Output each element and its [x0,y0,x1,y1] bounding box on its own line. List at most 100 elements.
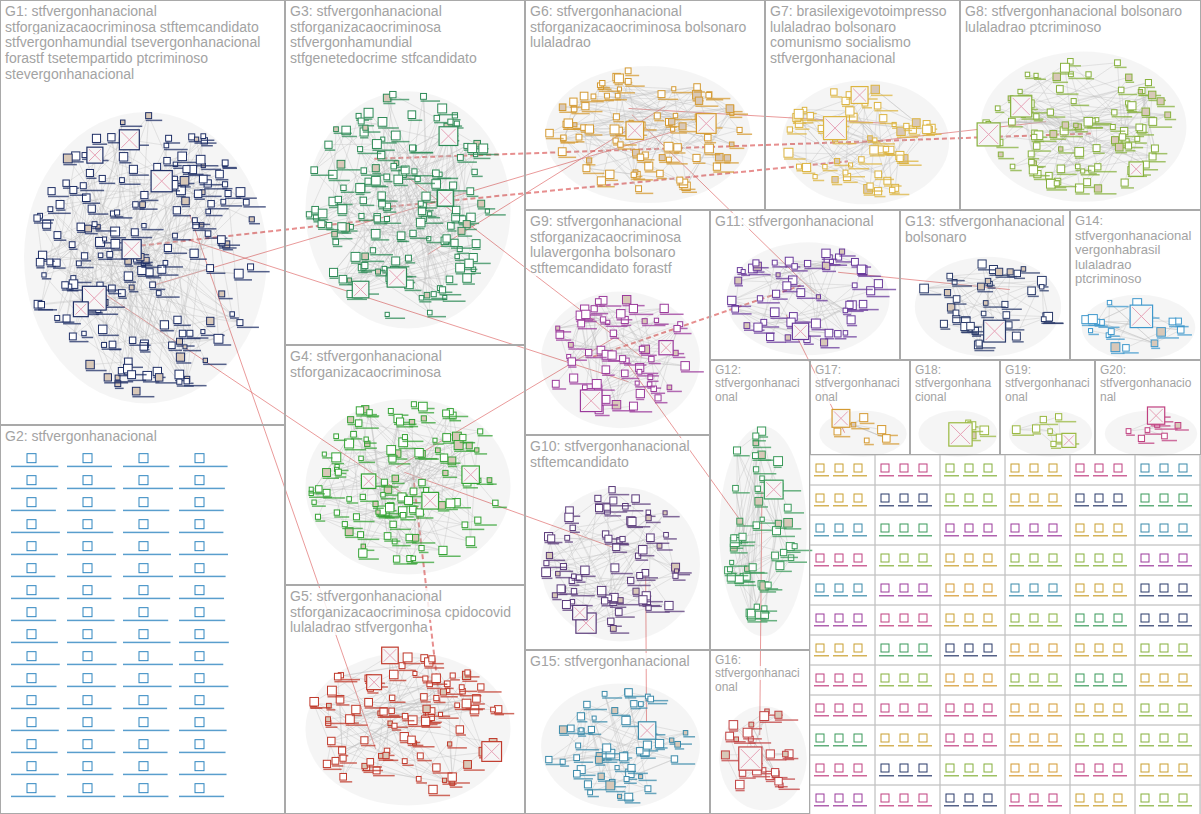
vertex-icon [1030,794,1038,802]
vertex-tag [944,715,959,717]
vertex-tag [879,805,894,807]
vertex-tag [1028,625,1043,627]
vertex-tag [1074,535,1089,537]
vertex-tag [1074,475,1089,477]
vertex-icon [946,644,954,652]
vertex-tag [982,805,997,807]
vertex-tag [963,745,978,747]
vertex-icon [1049,464,1057,472]
vertex-tag [917,475,932,477]
vertex-icon [946,554,954,562]
vertex-icon [1095,674,1103,682]
vertex-tag [833,535,848,537]
vertex-tag [1047,775,1062,777]
vertex-tag [1047,475,1062,477]
vertex-tag [1158,715,1173,717]
vertex-tag [1139,745,1154,747]
vertex-tag [944,505,959,507]
vertex-icon [1011,734,1019,742]
vertex-tag [1074,805,1089,807]
vertex-icon [835,764,843,772]
vertex-icon [965,614,973,622]
vertex-tag [1074,715,1089,717]
vertex-icon [1049,764,1057,772]
vertex-tag [1009,505,1024,507]
vertex-icon [900,584,908,592]
vertex-tag [1074,655,1089,657]
vertex-icon [1030,674,1038,682]
vertex-tag [917,655,932,657]
vertex-tag [944,535,959,537]
vertex-icon [816,584,824,592]
vertex-tag [898,745,913,747]
vertex-tag [1112,685,1127,687]
vertex-tag [1139,505,1154,507]
vertex-icon [1095,734,1103,742]
vertex-icon [835,734,843,742]
vertex-icon [1114,704,1122,712]
vertex-icon [1160,644,1168,652]
vertex-icon [1011,464,1019,472]
vertex-tag [963,805,978,807]
vertex-tag [879,655,894,657]
vertex-icon [854,584,862,592]
vertex-icon [1076,734,1084,742]
vertex-icon [1160,494,1168,502]
vertex-icon [1095,554,1103,562]
vertex-tag [1047,535,1062,537]
vertex-tag [1093,475,1108,477]
vertex-tag [963,775,978,777]
vertex-tag [1112,655,1127,657]
vertex-icon [1011,644,1019,652]
vertex-tag [1158,685,1173,687]
vertex-icon [900,764,908,772]
vertex-icon [816,524,824,532]
vertex-icon [984,494,992,502]
vertex-tag [1112,565,1127,567]
vertex-tag [879,535,894,537]
vertex-tag [814,595,829,597]
vertex-tag [1028,565,1043,567]
vertex-tag [1093,595,1108,597]
vertex-tag [852,475,867,477]
vertex-icon [881,734,889,742]
vertex-icon [854,524,862,532]
vertex-icon [1095,494,1103,502]
vertex-icon [854,554,862,562]
vertex-icon [965,644,973,652]
vertex-tag [982,715,997,717]
vertex-icon [946,764,954,772]
vertex-tag [1047,715,1062,717]
vertex-tag [963,655,978,657]
vertex-icon [1141,584,1149,592]
vertex-tag [1009,715,1024,717]
vertex-tag [1047,655,1062,657]
vertex-icon [1179,614,1187,622]
vertex-tag [898,655,913,657]
vertex-icon [1160,674,1168,682]
vertex-icon [1049,674,1057,682]
vertex-icon [881,674,889,682]
vertex-tag [982,745,997,747]
vertex-icon [1049,644,1057,652]
vertex-tag [1158,565,1173,567]
vertex-icon [946,614,954,622]
vertex-icon [881,524,889,532]
vertex-icon [946,734,954,742]
vertex-tag [1158,535,1173,537]
vertex-tag [1047,805,1062,807]
vertex-icon [881,704,889,712]
vertex-tag [1074,625,1089,627]
vertex-tag [879,565,894,567]
vertex-icon [946,524,954,532]
vertex-tag [879,475,894,477]
vertex-tag [1158,745,1173,747]
vertex-tag [963,595,978,597]
vertex-tag [1139,805,1154,807]
vertex-icon [1011,614,1019,622]
vertex-icon [835,584,843,592]
vertex-tag [833,625,848,627]
vertex-icon [1114,794,1122,802]
vertex-tag [814,505,829,507]
vertex-icon [1141,794,1149,802]
